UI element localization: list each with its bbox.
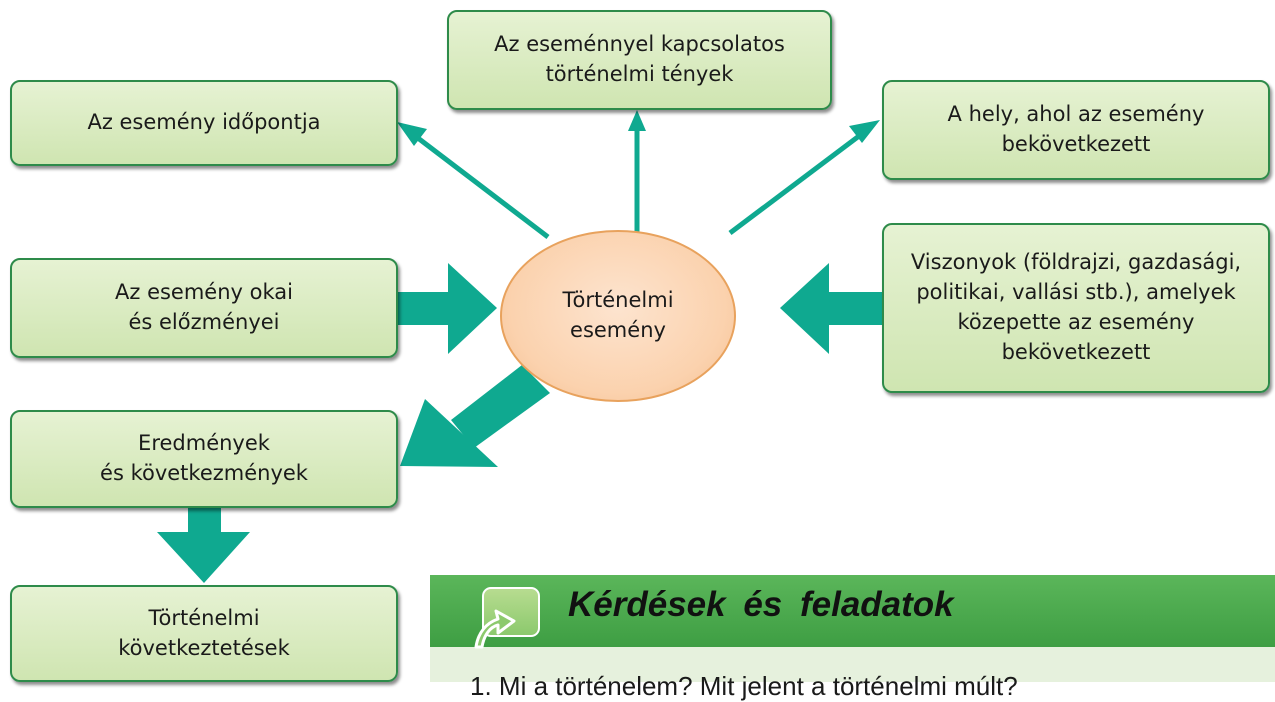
node-historical-facts-label: Az eseménnyel kapcsolatos történelmi tén…	[494, 32, 785, 86]
question-1: 1. Mi a történelem? Mit jelent a történe…	[470, 671, 1018, 701]
node-results-label: Eredmények és következmények	[100, 431, 308, 485]
node-conclusions-label: Történelmi következtetések	[118, 605, 290, 660]
questions-panel: Kérdések és feladatok 1. Mi a történelem…	[430, 575, 1275, 701]
node-causes-label: Az esemény okai és előzményei	[115, 280, 293, 334]
arrow-pencil-icon	[474, 587, 540, 649]
node-conclusions: Történelmi következtetések	[10, 585, 398, 682]
node-conditions: Viszonyok (földrajzi, gazdasági, politik…	[882, 223, 1270, 393]
node-results: Eredmények és következmények	[10, 410, 398, 508]
arrow-causes-to-event	[398, 263, 497, 354]
center-historical-event: Történelmi esemény	[500, 230, 736, 402]
node-conditions-label: Viszonyok (földrajzi, gazdasági, politik…	[910, 250, 1242, 364]
questions-panel-title: Kérdések és feladatok	[568, 585, 954, 624]
arrows-layer	[157, 110, 883, 583]
arrow-to-date	[397, 122, 550, 239]
questions-panel-header	[430, 575, 1275, 647]
node-event-date: Az esemény időpontja	[10, 80, 398, 166]
node-causes: Az esemény okai és előzményei	[10, 258, 398, 358]
node-event-place: A hely, ahol az esemény bekövetkezett	[882, 80, 1270, 180]
node-historical-facts: Az eseménnyel kapcsolatos történelmi tén…	[447, 10, 832, 110]
arrow-results-to-conclusions	[157, 508, 250, 583]
arrow-conditions-to-event	[780, 263, 883, 354]
arrow-to-facts	[628, 110, 646, 232]
arrow-to-place	[728, 120, 880, 235]
arrow-event-to-results	[400, 365, 550, 467]
node-event-date-label: Az esemény időpontja	[87, 110, 321, 135]
center-historical-event-label: Történelmi esemény	[562, 288, 674, 342]
node-event-place-label: A hely, ahol az esemény bekövetkezett	[947, 102, 1205, 156]
